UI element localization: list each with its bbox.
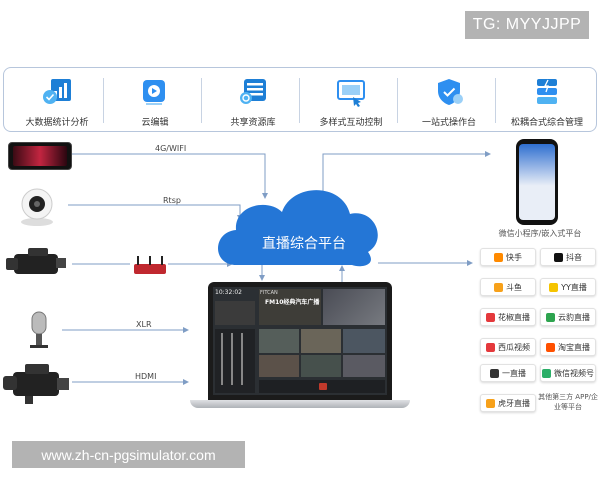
preview-window: FITCAN FM10经典汽车广播 [259,289,321,325]
yunbao-logo-icon [546,312,555,322]
video-camera-icon [6,248,66,274]
play-cloud-icon [143,80,165,105]
laptop-screen: 10:32:02 FITCAN FM10经典汽车广播 [208,282,392,400]
source-tile [343,355,385,377]
divider [299,78,300,123]
platform-douyu: 斗鱼 [480,278,536,296]
console-title: FM10经典汽车广播 [265,299,320,306]
divider [201,78,202,123]
stack-management-icon [537,79,557,104]
edge-label-rtsp: Rtsp [163,196,181,205]
director-console: 10:32:02 FITCAN FM10经典汽车广播 [213,287,387,395]
feature-panel: 大数据统计分析 云编辑 共享资源库 多样式互动控制 [3,67,597,132]
feature-item-console: 一站式操作台 [404,77,494,128]
platform-yizhibo: 一直播 [480,364,536,382]
feature-label: 大数据统计分析 [25,118,89,128]
feature-label: 松耦合式综合管理 [510,118,583,128]
camcorder-icon [3,364,69,404]
feature-label: 多样式互动控制 [319,118,383,128]
feature-item-cloud-edit: 云编辑 [110,77,200,128]
program-window [323,289,385,325]
platform-caption: 其他第三方 APP/企业等平台 [538,393,598,411]
router-icon [134,256,166,274]
mini-preview [215,301,255,325]
divider [397,78,398,123]
huya-logo-icon [486,398,495,408]
audio-mixer [215,329,255,393]
source-tile [301,329,341,353]
ip-camera-icon [21,188,53,226]
xigua-logo-icon [486,342,495,352]
wechat-channels-logo-icon [542,368,551,378]
platform-yunbao: 云豹直播 [540,308,596,326]
shield-check-icon [438,79,463,105]
douyin-logo-icon [554,252,563,262]
laptop-base [190,400,410,408]
mobile-phone [516,139,558,225]
chart-check-icon [43,79,71,104]
platform-cloud [218,190,378,267]
edge-label-xlr: XLR [136,320,152,329]
source-tile [343,329,385,353]
divider [103,78,104,123]
source-tile [301,355,341,377]
mobile-caption: 微信小程序/嵌入式平台 [498,229,582,238]
douyu-logo-icon [494,282,503,292]
platform-taobao: 淘宝直播 [540,338,596,356]
platform-xigua: 西瓜视频 [480,338,536,356]
feature-label: 共享资源库 [230,118,276,128]
feature-item-stats: 大数据统计分析 [12,77,102,128]
kuaishou-logo-icon [494,252,503,262]
smartphone-landscape [8,142,72,170]
control-bar [259,380,385,393]
edge-label-wifi: 4G/WIFI [155,144,187,153]
search-database-icon [240,79,266,104]
taobao-logo-icon [546,342,555,352]
tg-badge: TG: MYYJJPP [465,11,589,39]
platform-huya: 虎牙直播 [480,394,536,412]
feature-label: 一站式操作台 [421,118,476,128]
yy-logo-icon [549,282,559,292]
watermark: www.zh-cn-pgsimulator.com [12,441,245,468]
platform-grid: 快手 抖音 斗鱼 YY直播 花椒直播 云豹直播 西瓜视频 淘宝直播 一直播 微信… [470,246,598,418]
huajiao-logo-icon [486,312,495,322]
edge-label-hdmi: HDMI [135,372,157,381]
cloud-label: 直播综合平台 [262,236,346,252]
source-tile [259,329,299,353]
divider [495,78,496,123]
feature-item-management: 松耦合式综合管理 [502,77,592,128]
platform-huajiao: 花椒直播 [480,308,536,326]
platform-douyin: 抖音 [540,248,596,266]
console-brand: FITCAN [260,290,278,296]
source-tile [259,355,299,377]
microphone-icon [30,311,48,348]
feature-label: 云编辑 [141,118,169,128]
feature-item-interactive: 多样式互动控制 [306,77,396,128]
yizhibo-logo-icon [490,368,499,378]
edge-rtsp [68,204,243,221]
feature-item-resources: 共享资源库 [208,77,298,128]
platform-yy: YY直播 [540,278,596,296]
platform-kuaishou: 快手 [480,248,536,266]
platform-wechat-channels: 微信视频号 [540,364,596,382]
monitor-control-icon [337,80,365,107]
edge-wifi [72,153,268,199]
console-time: 10:32:02 [215,289,242,296]
edge-cloud-mobile [322,151,491,198]
